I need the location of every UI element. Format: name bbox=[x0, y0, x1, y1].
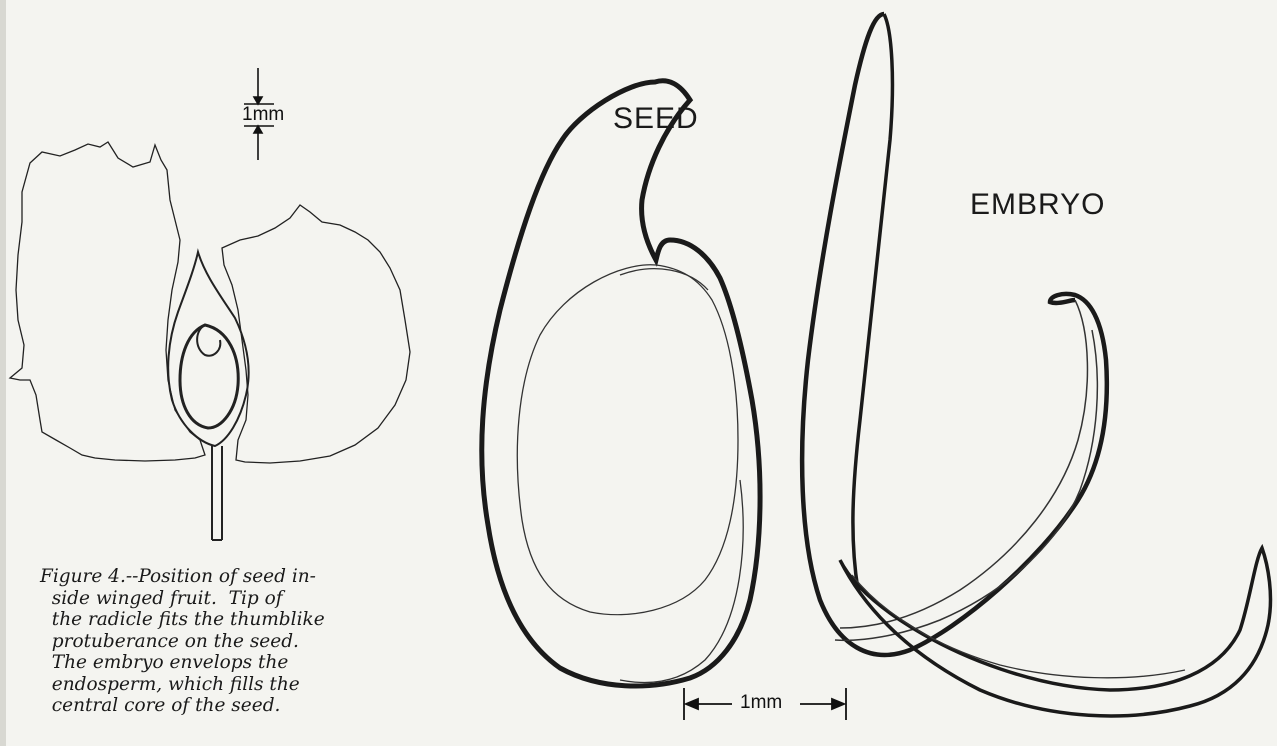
embryo-inner-2 bbox=[835, 330, 1097, 640]
seed-inner-outline bbox=[517, 265, 738, 615]
caption-line: The embryo envelops the bbox=[40, 652, 460, 674]
embryo-label: EMBRYO bbox=[970, 188, 1105, 222]
top-scale-label: 1mm bbox=[242, 104, 284, 126]
caption-line: endosperm, which fills the bbox=[40, 674, 460, 696]
right-wing-outline bbox=[222, 205, 410, 463]
embryo-radicle-inner bbox=[852, 575, 1185, 678]
bottom-scale-label: 1mm bbox=[740, 692, 782, 714]
embryo-inner-1 bbox=[840, 300, 1087, 628]
seed-inner-arc bbox=[620, 269, 708, 290]
left-wing-outline bbox=[10, 142, 205, 461]
embryo-cotyledon bbox=[802, 14, 1107, 655]
seed-label: SEED bbox=[613, 102, 699, 136]
caption-line: Figure 4.--Position of seed in- bbox=[40, 566, 460, 588]
fruit-seed-inner bbox=[180, 325, 238, 428]
caption-line: side winged fruit. Tip of bbox=[40, 588, 460, 610]
caption-line: the radicle fits the thumblike bbox=[40, 609, 460, 631]
fruit-seed-outer bbox=[168, 252, 249, 446]
embryo-cotyledon-back bbox=[853, 14, 893, 590]
fruit-stem bbox=[212, 446, 222, 540]
figure-caption: Figure 4.--Position of seed in- side win… bbox=[40, 566, 460, 717]
caption-line: protuberance on the seed. bbox=[40, 631, 460, 653]
caption-line: central core of the seed. bbox=[40, 695, 460, 717]
